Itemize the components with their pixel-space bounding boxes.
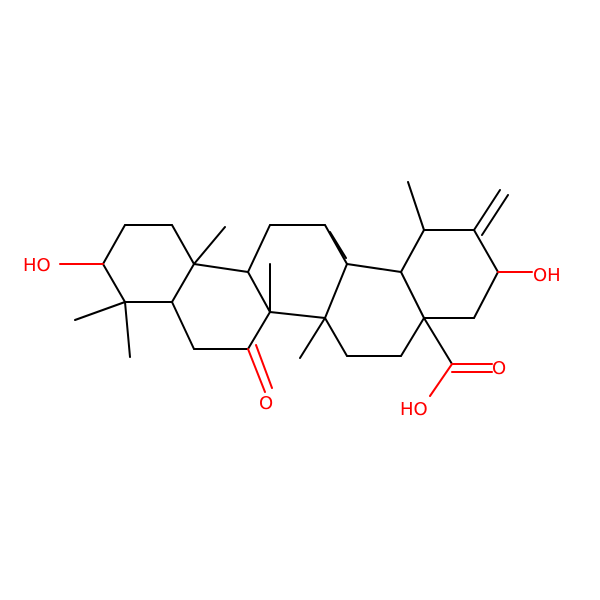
bond [324,317,348,357]
bond [193,226,226,265]
bond [473,189,501,231]
carbon-skeleton [74,181,509,365]
bond [247,311,271,350]
bond [329,231,347,259]
bond [346,263,402,273]
bond [171,224,195,265]
heteroatom-bonds [59,263,533,397]
bond [400,271,425,319]
ketone-oxygen-label: O [259,393,273,414]
acid-hydroxyl-label: HO [400,399,428,420]
acid-carbonyl-oxygen-label: O [492,358,506,379]
bond [299,317,326,359]
bond [124,301,131,358]
bond [74,301,126,321]
bond [247,271,271,313]
hydroxyl-left-label: HO [23,255,51,276]
bond [171,263,195,303]
hydroxyl-right-label: OH [533,265,561,286]
bond [193,263,249,273]
bond [102,224,126,265]
bond [473,229,499,273]
acid-hydroxyl-bond [429,363,453,397]
bond [423,317,453,365]
ketone-double-bond [247,348,266,393]
bond [324,263,348,319]
bond [324,224,348,265]
bond [473,271,499,319]
bond [407,181,425,231]
bond [400,317,425,357]
bond [481,194,509,236]
atom-labels: HO O OH O HO [23,255,561,420]
bond [400,229,425,273]
bond [269,311,326,319]
bond [247,224,271,273]
bond [102,263,126,303]
bond [171,301,195,350]
ketone-double-bond [255,344,273,389]
